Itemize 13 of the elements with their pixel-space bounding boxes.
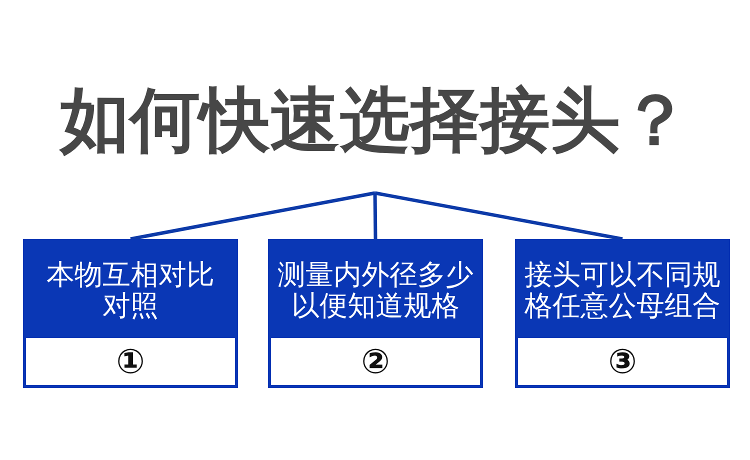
page-title: 如何快速选择接头？	[60, 78, 690, 162]
connector-line	[374, 191, 623, 241]
connector-line	[373, 192, 378, 240]
step-number: ③	[608, 344, 637, 380]
step-number: ②	[361, 344, 390, 380]
step-card	[515, 239, 730, 388]
step-description: 本物互相对比对照	[26, 242, 235, 338]
step-number: ①	[116, 344, 145, 380]
step-card	[268, 239, 483, 388]
step-card	[23, 239, 238, 388]
connector-line	[130, 191, 376, 241]
step-description: 测量内外径多少以便知道规格	[271, 242, 480, 338]
step-description: 接头可以不同规格任意公母组合	[518, 242, 727, 338]
